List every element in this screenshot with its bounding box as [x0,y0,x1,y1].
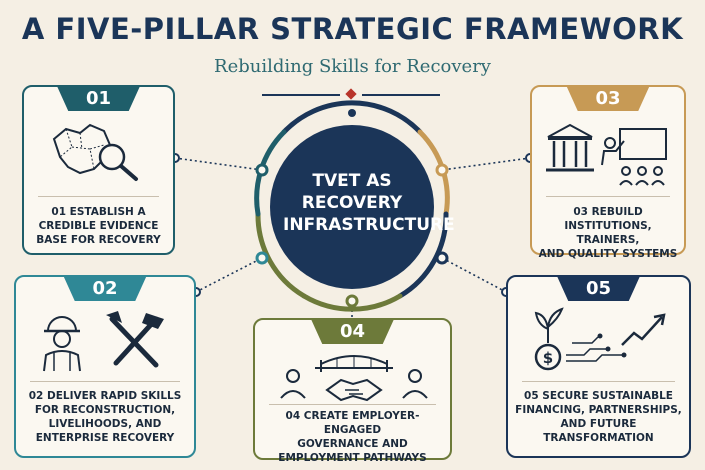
hub-node-01 [255,163,269,177]
page-subtitle: Rebuilding Skills for Recovery [214,56,491,77]
hub-label-line-2: RECOVERY [301,193,403,213]
pillar-text-01: 01 ESTABLISH A CREDIBLE EVIDENCE BASE FO… [30,205,167,247]
hub-node-05 [435,251,449,265]
hub-node-03 [435,163,449,177]
pillar-text-02: 02 DELIVER RAPID SKILLS FOR RECONSTRUCTI… [22,389,188,445]
pillar-rule-04 [269,404,436,405]
pillar-text-04-line-2: GOVERNANCE AND [297,438,408,450]
growth-finance-icon: $ [534,307,666,371]
title-divider-left [262,94,340,96]
title-divider-right [362,94,440,96]
pillar-text-04: 04 CREATE EMPLOYER-ENGAGED GOVERNANCE AN… [261,409,444,465]
pillar-rule-05 [522,381,675,382]
pillar-card-05: 05 $ 05 SECURE SUSTAINABLE FINANCING, PA… [506,275,691,458]
pillar-text-02-line-1: 02 DELIVER RAPID SKILLS [28,390,182,402]
connector-02 [195,257,263,293]
hub-label-line-3: INFRASTRUCTURE [283,215,455,235]
pillar-text-04-line-3: EMPLOYMENT PATHWAYS [278,452,427,464]
pillar-card-03: 03 03 REBUILD INSTITUTIONS, TRAINERS, AN… [530,85,686,260]
pillar-rule-03 [546,196,670,197]
pillar-text-05-line-1: 05 SECURE SUSTAINABLE [524,390,673,402]
pillar-text-01-line-3: BASE FOR RECOVERY [36,234,161,246]
hub-ring-bottom [301,293,403,312]
pillar-text-04-line-1: 04 CREATE EMPLOYER-ENGAGED [285,410,420,436]
pillar-number-03: 03 [566,85,650,111]
pillar-text-03-line-2: INSTITUTIONS, TRAINERS, [564,220,652,246]
map-magnifier-icon [52,123,138,181]
pillar-number-04: 04 [310,318,395,344]
hub-node-02 [255,251,269,265]
pillar-text-05-line-2: FINANCING, PARTNERSHIPS, [515,404,682,416]
pillar-text-01-line-1: 01 ESTABLISH A [51,206,146,218]
hub-node-04 [345,294,359,308]
hub-node-top [348,109,356,117]
connector-03 [441,157,531,171]
pillar-text-03-line-3: AND QUALITY SYSTEMS [538,248,678,260]
pillar-text-05: 05 SECURE SUSTAINABLE FINANCING, PARTNER… [514,389,683,445]
pillar-text-03-line-1: 03 REBUILD [573,206,643,218]
pillar-text-02-line-2: FOR RECONSTRUCTION, [34,404,176,416]
pillar-rule-01 [38,196,159,197]
hub-ring-left-lower [255,211,307,299]
pillar-card-04: 04 04 CREATE EMPLOYER-ENGAGED GOVERNANCE… [253,318,452,464]
pillar-text-03: 03 REBUILD INSTITUTIONS, TRAINERS, AND Q… [538,205,678,261]
pillar-text-05-line-3: AND FUTURE TRANSFORMATION [543,418,654,444]
page-title: A FIVE-PILLAR STRATEGIC FRAMEWORK [21,12,684,46]
pillar-text-01-line-2: CREDIBLE EVIDENCE [38,220,159,232]
pillar-text-02-line-4: ENTERPRISE RECOVERY [35,432,175,444]
pillar-text-02-line-3: LIVELIHOODS, AND [48,418,162,430]
connector-05 [441,257,507,293]
institution-trainer-icon [546,123,667,186]
pillar-number-02: 02 [63,275,147,301]
pillar-rule-02 [30,381,180,382]
worker-tools-icon [43,311,164,372]
hub-ring-right-lower [397,211,449,299]
pillar-number-05: 05 [556,275,641,301]
hub-ring-top [281,100,423,135]
pillar-card-01: 01 01 ESTABLISH A CREDIBLE EVIDENCE BASE… [22,85,175,255]
hub-label: TVET AS RECOVERY INFRASTRUCTURE [283,170,455,236]
svg-text:$: $ [543,349,553,367]
pillar-card-02: 02 02 DELIVER RAPID SKILLS FOR RECONSTRU… [14,275,196,458]
handshake-bridge-icon [280,355,428,402]
connector-01 [174,157,263,171]
hub-core [270,125,434,289]
hub-label-line-1: TVET AS [312,171,392,191]
pillar-number-01: 01 [56,85,141,111]
